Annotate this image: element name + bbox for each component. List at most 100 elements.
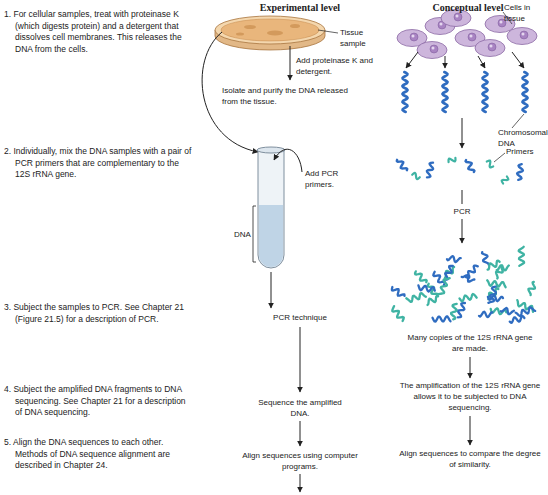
nucleus-highlight [440,23,443,26]
dna-squiggle [517,164,523,180]
pipette-line [274,149,302,172]
dna-squiggle [460,294,477,301]
nucleus-highlight [470,35,473,38]
test-tube [257,147,285,268]
dna-squiggle [428,296,439,305]
dna-squiggle [427,163,433,178]
annotation: PCR technique [255,312,345,323]
tissue-texture [290,24,300,28]
dna-squiggle [433,272,444,285]
nucleus-highlight [412,35,415,38]
tissue-texture [236,33,244,36]
flow-arrow [406,52,418,68]
flow-arrow [290,46,291,80]
cell-nucleus [454,13,462,21]
tissue-layer [221,19,319,41]
nucleus-highlight [432,47,435,50]
flow-arrow [445,56,446,68]
step-text: 5. Align the DNA sequences to each other… [4,437,193,472]
annotation: Chromosomal DNA [498,127,548,149]
cell-nucleus [488,43,496,51]
dna-strands [392,72,535,323]
dna-squiggle [516,307,536,316]
cell [507,28,537,45]
dna-squiggle [519,247,524,266]
dna-squiggle [412,173,420,179]
annotation: Cells in tissue [504,2,546,24]
dna-squiggle [510,316,525,323]
tube-liquid [259,205,283,267]
dna-squiggle [502,177,509,184]
dna-squiggle [442,72,447,112]
dna-squiggle [487,161,493,168]
dna-squiggle [462,275,475,282]
cell-nucleus [520,31,528,39]
nucleus-highlight [500,21,503,24]
dna-squiggle [397,160,407,170]
annotation: DNA [234,229,254,240]
dna-squiggle [418,285,434,291]
annotation: Align sequences using computer programs. [235,450,365,472]
dna-squiggle [392,306,404,321]
dna-squiggle [447,256,461,262]
dna-squiggle [501,308,514,314]
dna-squiggle [482,72,487,112]
flow-arrow [470,357,471,378]
flow-arrow [300,474,301,492]
dna-squiggle [496,266,503,279]
cell-nucleus [430,45,438,53]
dna-squiggle [479,312,492,317]
flow-arrow [478,56,485,68]
bracket [253,206,256,262]
dna-squiggle [406,293,426,302]
tissue-texture [267,31,283,36]
annotation: Sequence the amplified DNA. [250,397,350,419]
dna-squiggle [415,271,427,282]
cell-nucleus [468,33,476,41]
annotation: Add PCR primers. [305,168,345,190]
flow-arrow [462,219,463,243]
dna-squiggle [451,304,457,320]
annotation: Align sequences to compare the degree of… [395,448,545,470]
dna-squiggle [402,72,407,112]
step-text: 1. For cellular samples, treat with prot… [4,9,193,55]
tissue-texture [244,25,256,29]
tube-mouth [257,147,285,153]
cell [475,40,505,57]
leader-line [512,114,524,128]
flow-arrow [470,416,471,445]
dna-squiggle [488,286,497,303]
petri-dish [215,16,325,50]
dna-squiggle [449,158,456,162]
dish-top [215,16,325,44]
leader-line [318,30,338,33]
flow-arrow [462,190,463,204]
cell-nucleus [410,33,418,41]
annotation: The amplification of the 12S rRNA gene a… [395,380,545,413]
dna-squiggle [522,72,527,112]
dna-squiggle [438,278,449,294]
annotation: PCR [447,206,477,217]
dna-squiggle [528,282,535,295]
leader-line [494,153,505,162]
nucleus-highlight [522,33,525,36]
dna-squiggle [466,160,475,172]
flow-arrow [271,272,272,308]
column-heading: Experimental level [225,2,375,14]
dna-squiggle [488,261,500,270]
dna-squiggle [487,280,505,287]
annotation: Primers [506,146,546,157]
annotation: Tissue sample [340,27,380,49]
dna-squiggle [517,300,533,312]
step-text: 4. Subject the amplified DNA fragments t… [4,384,193,419]
step-text: 2. Individually, mix the DNA samples wit… [4,146,193,181]
dna-squiggle [433,316,451,321]
annotation: Add proteinase K and detergent. [296,55,386,77]
flow-arrow [300,327,301,392]
flow-arrow [300,421,301,446]
dna-squiggle [458,303,465,317]
annotation: Many copies of the 12S rRNA gene are mad… [405,332,535,354]
dna-squiggle [482,252,489,264]
